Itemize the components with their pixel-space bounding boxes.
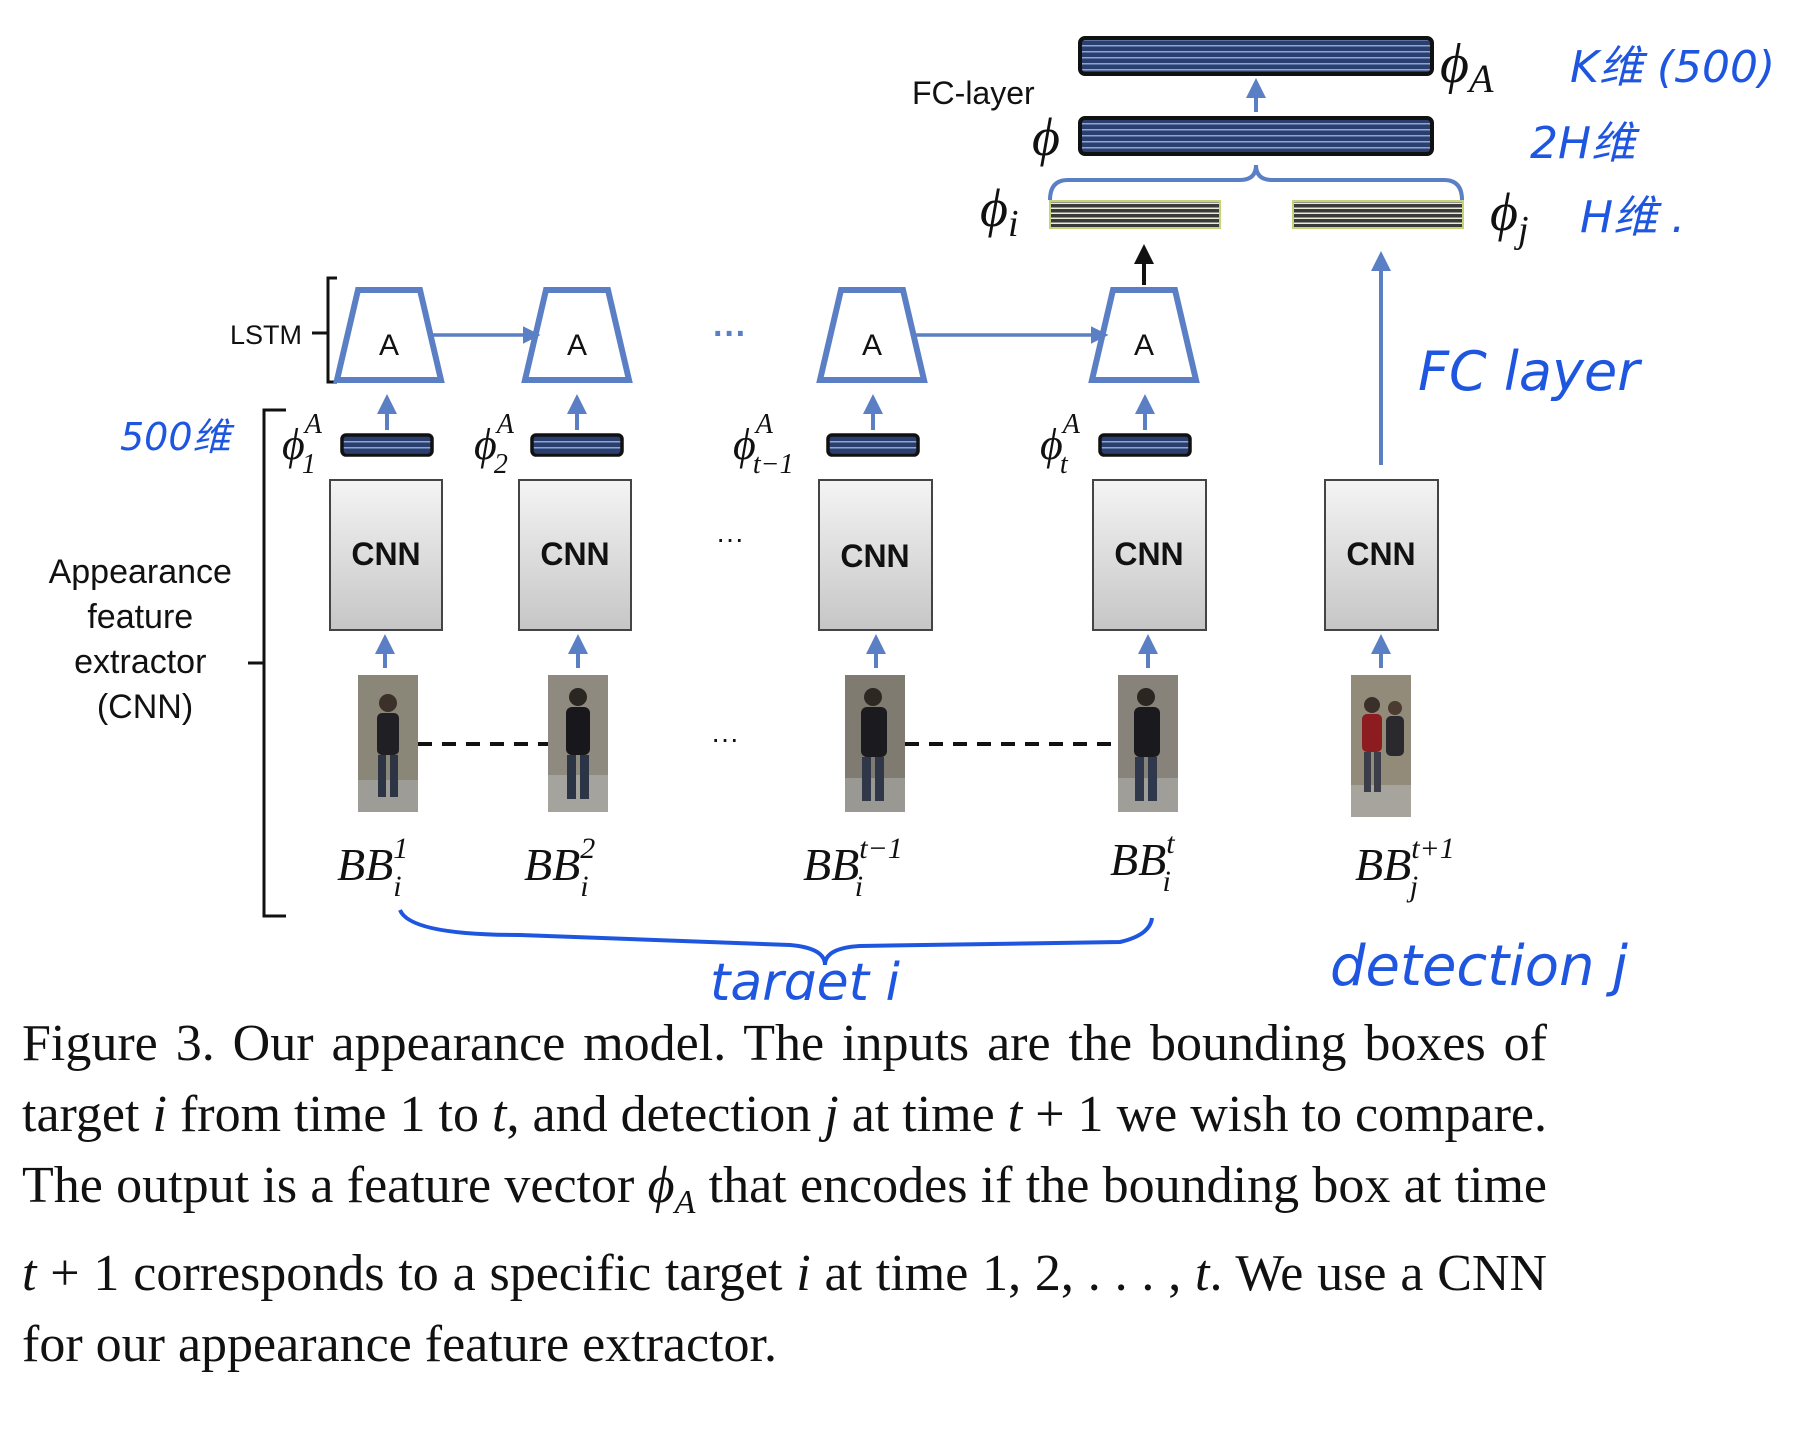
cnn-box-1: CNN: [329, 479, 443, 631]
crop-bb-3: [845, 675, 905, 812]
fc-layer-label: FC-layer: [912, 75, 1035, 111]
svg-text:CNN: CNN: [1114, 536, 1183, 572]
lstm-cell-2: A: [521, 287, 633, 383]
svg-text:ϕA1: ϕA1: [282, 409, 323, 480]
concat-brace: [1048, 164, 1464, 201]
note-fc-layer: FC layer: [1418, 340, 1642, 403]
svg-text:A: A: [1134, 329, 1154, 362]
cnn-box-5: CNN: [1324, 479, 1439, 631]
crop-bb-4: [1118, 675, 1178, 812]
crop-ellipsis: ···: [711, 723, 739, 754]
svg-text:ϕA2: ϕA2: [474, 409, 515, 480]
lstm-cell-1: A: [333, 287, 445, 383]
phi-j-label: ϕj: [1490, 182, 1529, 251]
lstm-label: LSTM: [230, 320, 302, 350]
note-h-dim: H维 .: [1580, 192, 1685, 243]
svg-text:ϕAt: ϕAt: [1040, 409, 1081, 480]
note-2h-dim: 2H维: [1530, 118, 1640, 169]
svg-text:CNN: CNN: [840, 538, 909, 574]
figure-caption: Figure 3. Our appearance model. The inpu…: [22, 1015, 1548, 1374]
crop-bb-5: [1351, 675, 1411, 817]
lstm-ellipsis: ···: [713, 315, 747, 353]
svg-text:CNN: CNN: [351, 536, 420, 572]
cnn-box-3: CNN: [818, 479, 933, 631]
cnn-box-4: CNN: [1092, 479, 1207, 631]
svg-text:CNN: CNN: [540, 536, 609, 572]
note-target-i: target i: [710, 953, 901, 1000]
extractor-label: Appearance feature extractor (CNN): [49, 553, 242, 726]
phi-concat-label: ϕ: [1032, 107, 1060, 167]
phi-a-vector: [1078, 36, 1434, 76]
phi-j-vector: [1292, 200, 1464, 229]
svg-text:A: A: [567, 329, 587, 362]
phi-i-vector: [1049, 200, 1221, 229]
cnn-ellipsis: ···: [716, 523, 744, 554]
svg-text:CNN: CNN: [1346, 536, 1415, 572]
svg-text:A: A: [379, 329, 399, 362]
note-detection-j: detection j: [1330, 934, 1628, 999]
svg-text:A: A: [862, 329, 882, 362]
note-500-dim: 500维: [120, 415, 236, 459]
phi-concat-vector: [1078, 116, 1434, 156]
phi-a-label: ϕA: [1440, 33, 1494, 101]
svg-text:ϕAt−1: ϕAt−1: [733, 409, 794, 480]
extractor-brace: [248, 408, 286, 918]
crop-bb-1: [358, 675, 418, 812]
crop-bb-2: [548, 675, 608, 812]
lstm-cell-4: A: [1088, 287, 1200, 383]
lstm-cell-3: A: [816, 287, 928, 383]
cnn-box-2: CNN: [518, 479, 632, 631]
note-target-brace: [398, 909, 1154, 966]
phi-i-label: ϕi: [980, 178, 1019, 245]
note-k-dim: K维 (500): [1570, 42, 1775, 93]
lstm-bracket: [312, 276, 337, 384]
